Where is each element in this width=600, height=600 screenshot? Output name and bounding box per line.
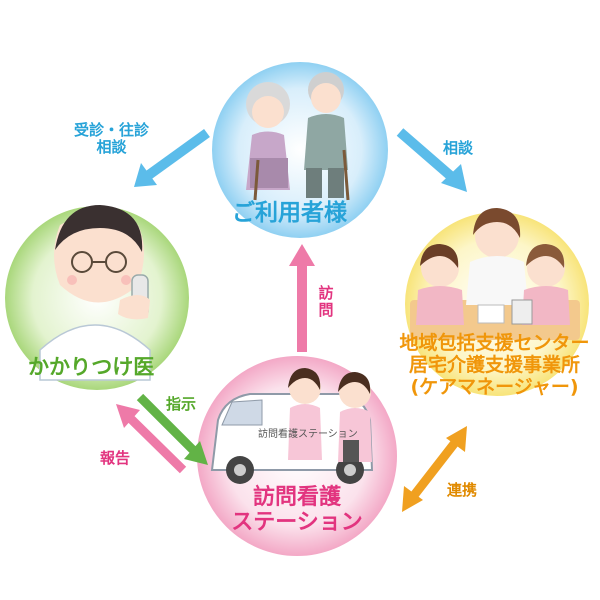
patient-label: ご利用者様 [232,200,347,226]
elderly-couple-illustration [246,72,350,201]
doctor-illustration [39,205,151,381]
care-center-label-line2: 居宅介護支援事業所 [408,353,580,376]
arrow-station-to-patient [289,244,315,352]
station-label-line1: 訪問看護 [252,485,341,510]
doctor-label: かかりつけ医 [28,355,155,379]
care-center-label-line1: 地域包括支援センター [399,332,590,354]
arrow-label-consult-visit-line2: 相談 [96,138,127,157]
arrow-label-consult: 相談 [443,139,474,157]
arrow-label-report: 報告 [100,449,131,467]
station-label-block: 訪問看護 ステーション [212,485,382,536]
arrow-patient-to-care [396,128,467,192]
arrow-label-consult-visit: 受診・往診 相談 [74,121,150,157]
arrow-station-to-doctor [116,404,187,474]
arrow-patient-to-doctor [134,128,210,187]
care-center-label-line3: (ケアマネージャー) [410,375,579,398]
arrow-label-consult-visit-line1: 受診・往診 [74,121,150,139]
arrow-station-care-link [402,426,467,512]
care-manager-illustration [410,208,580,340]
station-illustration [210,368,374,484]
station-label-line2: ステーション [231,510,363,536]
car-side-text: 訪問看護ステーション [258,427,358,440]
care-center-label-block: 地域包括支援センター 居宅介護支援事業所 (ケアマネージャー) [392,332,597,399]
arrow-doctor-to-station [136,393,208,465]
arrow-label-visit: 訪問 [318,284,334,319]
arrow-label-coordination: 連携 [447,481,478,499]
arrow-label-instruction: 指示 [166,395,197,413]
